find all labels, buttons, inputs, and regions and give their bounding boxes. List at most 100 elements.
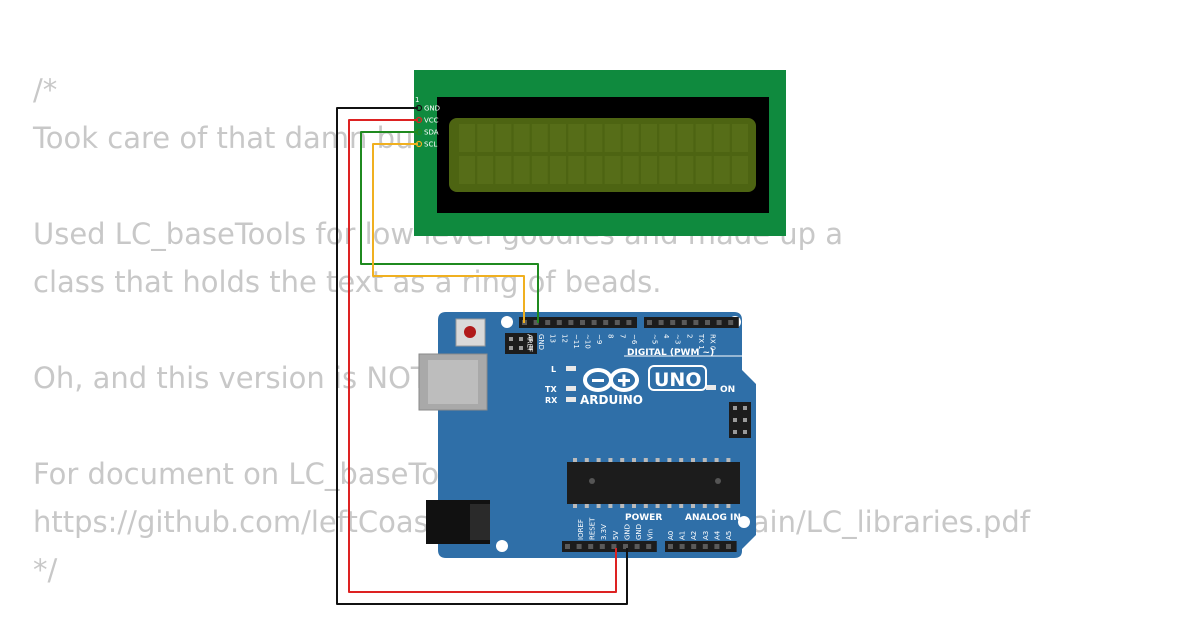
header-pin[interactable] bbox=[611, 544, 617, 549]
header-pin[interactable] bbox=[670, 320, 676, 325]
chip-leg bbox=[702, 458, 707, 462]
wire-scl[interactable] bbox=[372, 143, 525, 323]
header-pin[interactable] bbox=[646, 544, 652, 549]
digital-pin-label: 4 bbox=[662, 334, 670, 339]
header-pin[interactable] bbox=[623, 544, 628, 549]
header-pin[interactable] bbox=[668, 544, 673, 549]
chip-leg bbox=[643, 458, 648, 462]
reset-button-cap bbox=[464, 326, 476, 338]
lcd-cell bbox=[513, 124, 530, 152]
header-pin[interactable] bbox=[626, 320, 632, 325]
header-pin[interactable] bbox=[691, 544, 697, 549]
header-pin[interactable] bbox=[702, 544, 708, 549]
lcd-pin-label: SCL bbox=[424, 141, 437, 149]
chip-leg bbox=[655, 504, 660, 508]
power-pin-label: 3.3V bbox=[600, 524, 608, 540]
header-pin[interactable] bbox=[658, 320, 664, 325]
header-pin[interactable] bbox=[705, 320, 710, 325]
analog-pin-label: A5 bbox=[725, 531, 733, 540]
header-pin[interactable] bbox=[576, 544, 582, 549]
header-pin[interactable] bbox=[599, 544, 605, 549]
analog-pin-label: A0 bbox=[667, 531, 675, 540]
lcd-pin-label: SDA bbox=[424, 129, 439, 137]
lcd-cell bbox=[459, 124, 475, 152]
lcd-cell bbox=[568, 124, 585, 152]
lcd-cell bbox=[477, 156, 494, 184]
header-pin[interactable] bbox=[533, 320, 539, 325]
wire-gnd[interactable] bbox=[336, 107, 628, 605]
header-pin[interactable] bbox=[603, 320, 609, 325]
chip-leg bbox=[596, 504, 601, 508]
digital-label: DIGITAL (PWM ~) bbox=[627, 348, 714, 358]
power-pin-label: 5V bbox=[612, 531, 620, 540]
header-pin[interactable] bbox=[726, 544, 731, 549]
chip-leg bbox=[726, 458, 731, 462]
header-pin[interactable] bbox=[693, 320, 699, 325]
analog-pin-label: A2 bbox=[690, 531, 698, 540]
chip-leg bbox=[667, 458, 672, 462]
chip-leg bbox=[584, 458, 589, 462]
lcd-cell bbox=[586, 124, 603, 152]
digital-pin-header[interactable] bbox=[519, 317, 739, 328]
arduino-logo-icon bbox=[583, 368, 639, 392]
wire-sda[interactable] bbox=[360, 131, 539, 323]
header-pin[interactable] bbox=[588, 544, 594, 549]
led-l bbox=[566, 366, 576, 371]
header-pin[interactable] bbox=[716, 320, 722, 325]
header-pin[interactable] bbox=[681, 320, 687, 325]
wire-vcc[interactable] bbox=[348, 119, 617, 593]
digital-pin-label: 7 bbox=[618, 334, 626, 338]
lcd-cell bbox=[695, 124, 712, 152]
header-pin[interactable] bbox=[728, 320, 734, 325]
chip-leg bbox=[655, 458, 660, 462]
header-pin[interactable] bbox=[568, 320, 574, 325]
header-pin[interactable] bbox=[679, 544, 685, 549]
lcd-cell bbox=[677, 156, 694, 184]
power-analog-pin-header[interactable] bbox=[562, 541, 737, 552]
header-pin[interactable] bbox=[647, 320, 652, 325]
chip-leg bbox=[679, 458, 684, 462]
header-pin[interactable] bbox=[614, 320, 620, 325]
lcd-cell bbox=[531, 156, 548, 184]
lcd-cell bbox=[568, 156, 585, 184]
header-body bbox=[644, 317, 739, 328]
lcd-cell bbox=[513, 156, 530, 184]
label-tx: TX bbox=[545, 385, 557, 394]
label-rx: RX bbox=[545, 396, 558, 405]
lcd-pin-number: 1 bbox=[415, 96, 419, 104]
power-pin-label: GND bbox=[635, 524, 643, 540]
lcd-cell bbox=[477, 124, 494, 152]
power-pin-label: IOREF bbox=[577, 519, 585, 540]
chip-leg bbox=[667, 504, 672, 508]
digital-pin-label: 12 bbox=[560, 334, 568, 343]
lcd-cell bbox=[713, 124, 730, 152]
microcontroller-chip bbox=[567, 462, 740, 504]
header-pin[interactable] bbox=[545, 320, 551, 325]
mounting-hole bbox=[738, 516, 750, 528]
chip-leg bbox=[596, 458, 601, 462]
analog-label: ANALOG IN bbox=[685, 513, 741, 523]
lcd-cell bbox=[604, 124, 621, 152]
header-pin[interactable] bbox=[580, 320, 585, 325]
header-pin[interactable] bbox=[556, 320, 562, 325]
chip-leg bbox=[632, 458, 636, 462]
chip-leg bbox=[584, 504, 589, 508]
header-body bbox=[562, 541, 657, 552]
chip-legs bbox=[573, 458, 731, 508]
chip-leg bbox=[632, 504, 636, 508]
analog-pin-label: A1 bbox=[679, 531, 687, 540]
power-pin-label: Vin bbox=[647, 529, 655, 540]
header-pin[interactable] bbox=[714, 544, 720, 549]
lcd-character-grid bbox=[459, 124, 748, 184]
chip-leg bbox=[714, 504, 719, 508]
header-pin[interactable] bbox=[565, 544, 570, 549]
chip-leg bbox=[726, 504, 731, 508]
lcd-cell bbox=[495, 124, 512, 152]
header-pin[interactable] bbox=[634, 544, 640, 549]
header-pin[interactable] bbox=[591, 320, 597, 325]
